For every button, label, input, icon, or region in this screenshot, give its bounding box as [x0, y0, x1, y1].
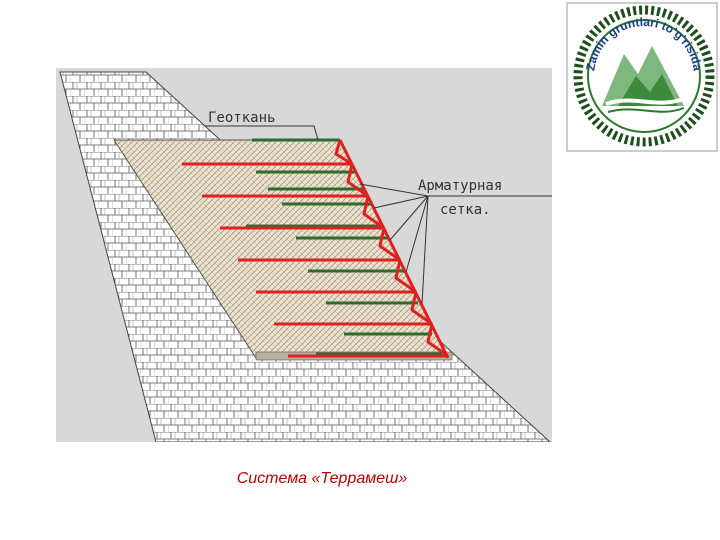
- label-geotextile: Геоткань: [208, 110, 275, 126]
- diagram-svg: Геоткань Арматурная сетка.: [59, 71, 552, 443]
- geotextile-leader: [204, 125, 319, 141]
- label-mesh-line2: сетка.: [440, 202, 491, 218]
- mesh-leaders: [359, 183, 552, 305]
- label-mesh-line1: Арматурная: [418, 178, 502, 194]
- logo-seal: Zamin gruntlari to'g'risida: [566, 2, 718, 152]
- terramesh-diagram: Геоткань Арматурная сетка.: [56, 68, 552, 443]
- logo-svg: Zamin gruntlari to'g'risida: [566, 2, 718, 152]
- reinforcement-mesh: [182, 139, 450, 359]
- caption: Система «Террамеш»: [236, 470, 408, 487]
- mountain-road-icon: [602, 46, 687, 113]
